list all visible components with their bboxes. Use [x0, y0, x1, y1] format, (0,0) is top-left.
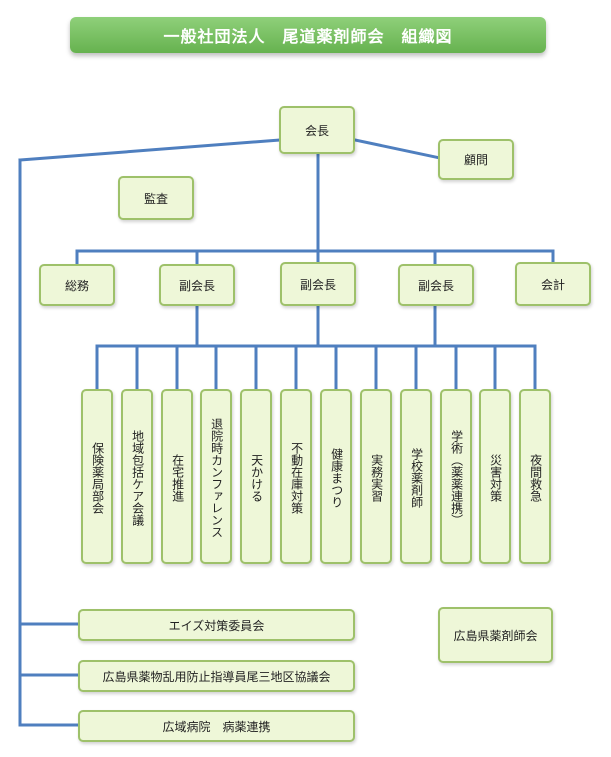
general-affairs-box: 総務	[39, 264, 115, 306]
committee-box: 実務実習	[360, 389, 392, 564]
connector-advisor	[353, 138, 442, 160]
committee-box: 災害対策	[479, 389, 511, 564]
vice-chair-box: 副会長	[280, 262, 356, 306]
hospital-liaison-box: 広域病院 病薬連携	[78, 710, 355, 742]
auditor-box: 監査	[118, 176, 194, 220]
committee-box: 在宅推進	[161, 389, 193, 564]
chairman-box: 会長	[279, 106, 355, 154]
drug-council-box: 広島県薬物乱用防止指導員尾三地区協議会	[78, 660, 355, 692]
advisor-box: 顧問	[438, 139, 514, 180]
committee-box: 天かける	[240, 389, 272, 564]
committee-box: 学校薬剤師	[400, 389, 432, 564]
vice-chair-box: 副会長	[159, 264, 235, 306]
vice-chair-box: 副会長	[398, 264, 474, 306]
accounting-box: 会計	[515, 262, 591, 306]
committee-box: 保険薬局部会	[81, 389, 113, 564]
committee-box: 地域包括ケア会議	[121, 389, 153, 564]
committee-box: 健康まつり	[320, 389, 352, 564]
page-title: 一般社団法人 尾道薬剤師会 組織図	[70, 17, 546, 53]
connector-left-trunk-top	[18, 138, 282, 162]
committee-box: 学術（薬薬連携）	[440, 389, 472, 564]
committee-box: 退院時カンファレンス	[200, 389, 232, 564]
aids-committee-box: エイズ対策委員会	[78, 609, 355, 641]
prefecture-association-box: 広島県薬剤師会	[438, 607, 553, 663]
committee-box: 夜間救急	[519, 389, 551, 564]
committee-box: 不動在庫対策	[280, 389, 312, 564]
